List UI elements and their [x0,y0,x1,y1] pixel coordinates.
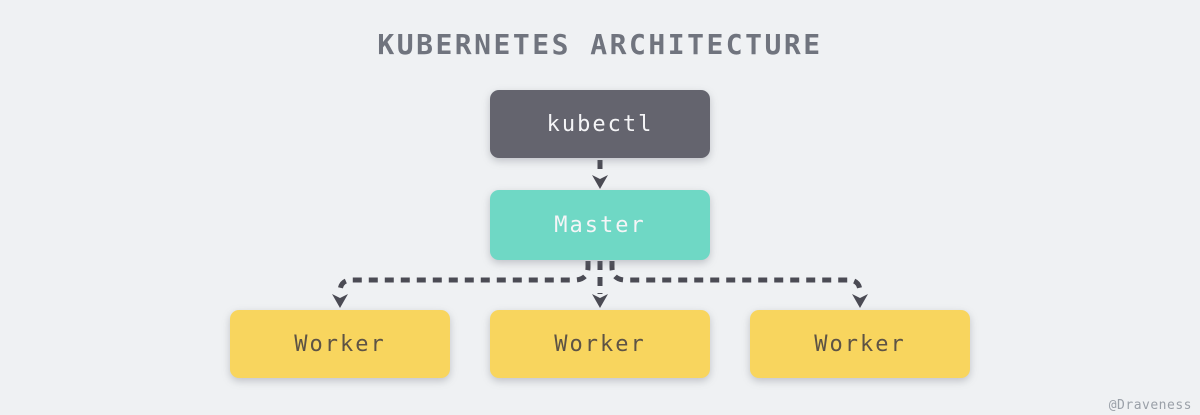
worker-node-left: Worker [230,310,450,378]
master-node-label: Master [554,212,646,238]
edge-master-worker-center [592,261,608,308]
edge-kubectl-master [592,160,608,189]
arrowhead-down-icon [852,294,868,308]
edge-master-worker-right [609,261,868,308]
kubectl-node: kubectl [490,90,710,158]
worker-node-label: Worker [294,331,386,357]
arrowhead-down-icon [592,175,608,189]
arrowhead-down-icon [592,294,608,308]
master-node: Master [490,190,710,260]
worker-node-label: Worker [814,331,906,357]
arrowhead-down-icon [332,294,348,308]
worker-node-label: Worker [554,331,646,357]
diagram-title: KUBERNETES ARCHITECTURE [377,28,823,61]
kubectl-node-label: kubectl [546,111,654,137]
worker-node-center: Worker [490,310,710,378]
watermark: @Draveness [1108,398,1192,413]
edge-master-worker-left [332,261,591,308]
worker-node-right: Worker [750,310,970,378]
